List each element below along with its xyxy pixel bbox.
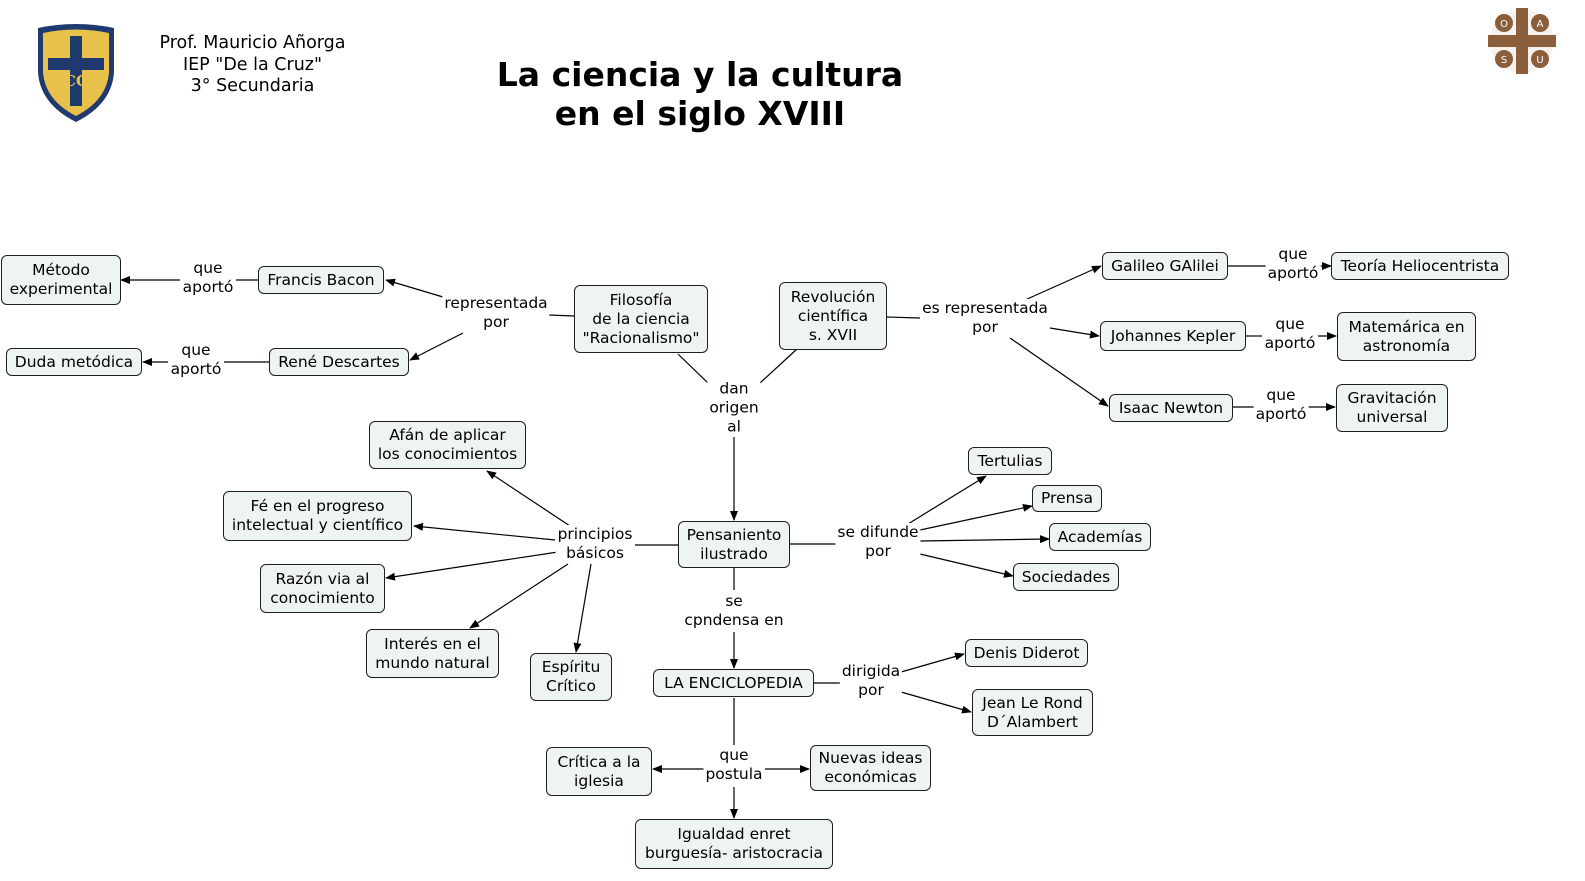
concept-prensa[interactable]: Prensa (1032, 485, 1102, 512)
connector-line (677, 353, 709, 384)
concept-pensamiento-ilustrado[interactable]: Pensaniento ilustrado (678, 521, 790, 568)
arrow (907, 475, 987, 525)
concept-metodo-experimental[interactable]: Método experimental (1, 255, 121, 305)
link-que-postula: que postula (703, 746, 765, 784)
concept-duda-metodica[interactable]: Duda metódica (6, 348, 142, 376)
arrow (486, 470, 571, 527)
arrow (469, 563, 569, 629)
concept-matematica-astronomia[interactable]: Matemárica en astronomía (1337, 312, 1476, 361)
concept-gravitacion-universal[interactable]: Gravitación universal (1336, 384, 1448, 432)
page-title: La ciencia y la cultura en el siglo XVII… (440, 55, 960, 133)
concept-sociedades[interactable]: Sociedades (1013, 563, 1119, 591)
grade-label: 3° Secundaria (190, 76, 315, 96)
svg-text:U: U (1536, 55, 1543, 66)
svg-text:S: S (1501, 55, 1507, 66)
header-info: Prof. Mauricio Añorga IEP "De la Cruz" 3… (140, 33, 365, 98)
concept-jean-dalambert[interactable]: Jean Le Rond D´Alambert (972, 689, 1093, 736)
school-shield-logo: CC (34, 22, 118, 126)
link-que-aporto-kepler: que aportó (1262, 315, 1318, 353)
concept-francis-bacon[interactable]: Francis Bacon (258, 266, 384, 294)
link-es-representada-por: es representada por (920, 299, 1050, 337)
arrow (413, 522, 556, 541)
concept-teoria-heliocentrista[interactable]: Teoría Heliocentrista (1331, 252, 1509, 280)
concept-critica-iglesia[interactable]: Crítica a la iglesia (546, 747, 652, 796)
arrow (919, 553, 1014, 578)
arrow (919, 503, 1033, 531)
arrow (900, 691, 972, 714)
connector-line (886, 316, 921, 319)
link-que-aporto-descartes: que aportó (168, 341, 224, 379)
link-dirigida-por: dirigida por (839, 662, 903, 700)
concept-igualdad-burguesia[interactable]: Igualdad enret burguesía- aristocracia (635, 819, 833, 869)
concept-academias[interactable]: Academías (1049, 523, 1151, 551)
link-representada-por: representada por (442, 294, 550, 332)
arrow (385, 551, 559, 581)
title-line-2: en el siglo XVIII (554, 94, 846, 133)
arrow (900, 652, 965, 673)
arrow (1049, 327, 1100, 339)
concept-razon-conocimiento[interactable]: Razón via al conocimiento (260, 564, 385, 613)
author-name: Prof. Mauricio Añorga (159, 33, 346, 53)
concept-nuevas-ideas-economicas[interactable]: Nuevas ideas económicas (810, 745, 931, 791)
arrow (919, 535, 1050, 544)
concept-denis-diderot[interactable]: Denis Diderot (965, 639, 1088, 667)
link-se-difunde-por: se difunde por (835, 523, 921, 561)
order-cross-logo: O A S U (1486, 6, 1558, 76)
arrow (385, 278, 444, 298)
link-se-condensa-en: se cpndensa en (682, 592, 786, 630)
concept-filosofia-ciencia[interactable]: Filosofía de la ciencia "Racionalismo" (574, 285, 708, 353)
school-name: IEP "De la Cruz" (182, 54, 323, 75)
concept-johannes-kepler[interactable]: Johannes Kepler (1100, 321, 1246, 351)
arrow (573, 563, 592, 653)
arrow (1009, 337, 1109, 407)
concept-isaac-newton[interactable]: Isaac Newton (1109, 394, 1233, 422)
connector-line (759, 348, 798, 384)
concept-espiritu-critico[interactable]: Espíritu Crítico (530, 653, 612, 701)
connector-line (548, 314, 575, 317)
concept-afan-aplicar[interactable]: Afán de aplicar los conocimientos (369, 421, 526, 469)
title-line-1: La ciencia y la cultura (496, 55, 904, 94)
link-que-aporto-newton: que aportó (1253, 386, 1309, 424)
concept-fe-progreso[interactable]: Fé en el progreso intelectual y científi… (223, 491, 412, 541)
arrow (409, 332, 464, 361)
arrow (1024, 265, 1102, 301)
link-que-aporto-bacon: que aportó (180, 259, 236, 297)
concept-tertulias[interactable]: Tertulias (968, 447, 1052, 475)
shield-letters: CC (64, 72, 88, 90)
svg-text:A: A (1537, 19, 1544, 30)
concept-galileo-galilei[interactable]: Galileo GAlilei (1102, 252, 1228, 280)
link-que-aporto-galileo: que aportó (1265, 245, 1321, 283)
concept-interes-mundo-natural[interactable]: Interés en el mundo natural (366, 629, 499, 678)
concept-rene-descartes[interactable]: René Descartes (269, 348, 409, 376)
link-principios-basicos: principios básicos (555, 525, 635, 563)
svg-text:O: O (1500, 19, 1508, 30)
concept-revolucion-cientifica[interactable]: Revolución científica s. XVII (779, 282, 887, 350)
link-dan-origen-al: dan origen al (707, 379, 761, 437)
concept-la-enciclopedia[interactable]: LA ENCICLOPEDIA (653, 669, 814, 697)
